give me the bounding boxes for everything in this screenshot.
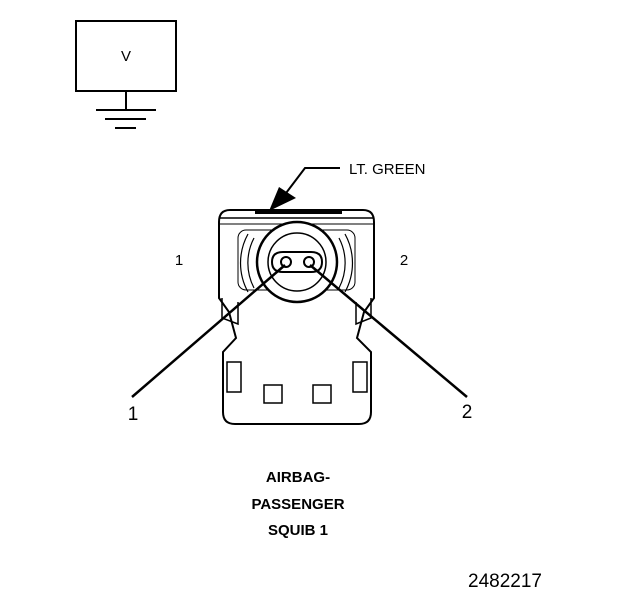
socket-arc-left-inner [247,237,255,289]
voltmeter-label: V [121,48,131,65]
left-latch-tab [226,361,242,393]
caption-line-3: SQUIB 1 [268,522,328,539]
socket-outer-ring [255,220,339,304]
caption-line-2: PASSENGER [251,496,344,513]
wire-color-label: LT. GREEN [349,161,425,178]
terminal-pin-2 [303,256,315,268]
pin-2-leader [309,264,468,398]
caption-line-1: AIRBAG- [266,469,330,486]
connector-caption: AIRBAG- PASSENGER SQUIB 1 [251,469,344,539]
terminal-shroud [270,251,324,273]
voltmeter-symbol: V [75,20,177,129]
right-latch-tab [352,361,368,393]
callout-leader [279,167,340,202]
terminal-socket [237,220,356,304]
terminal-pin-1 [280,256,292,268]
pin-callout-1: 1 [128,404,139,425]
socket-arc-left-outer [239,233,249,293]
pin-leaders [131,264,468,398]
left-notch [221,298,239,326]
ground-icon [96,109,156,129]
cavity-label-1: 1 [175,252,183,269]
callout-arrowhead [269,187,296,211]
figure-number: 2482217 [468,571,542,592]
pin-callout-2: 2 [462,402,473,423]
pin-1-leader [131,264,286,398]
lock-window-left [263,384,283,404]
socket-inner-ring [267,232,327,292]
wire-color-callout: LT. GREEN [269,161,425,211]
socket-arc-right-outer [344,233,354,293]
socket-arc-right-inner [338,237,346,289]
connector-body [218,209,375,425]
lock-window-right [312,384,332,404]
right-notch [355,298,372,326]
connector-outline [218,209,375,425]
cavity-label-2: 2 [400,252,408,269]
